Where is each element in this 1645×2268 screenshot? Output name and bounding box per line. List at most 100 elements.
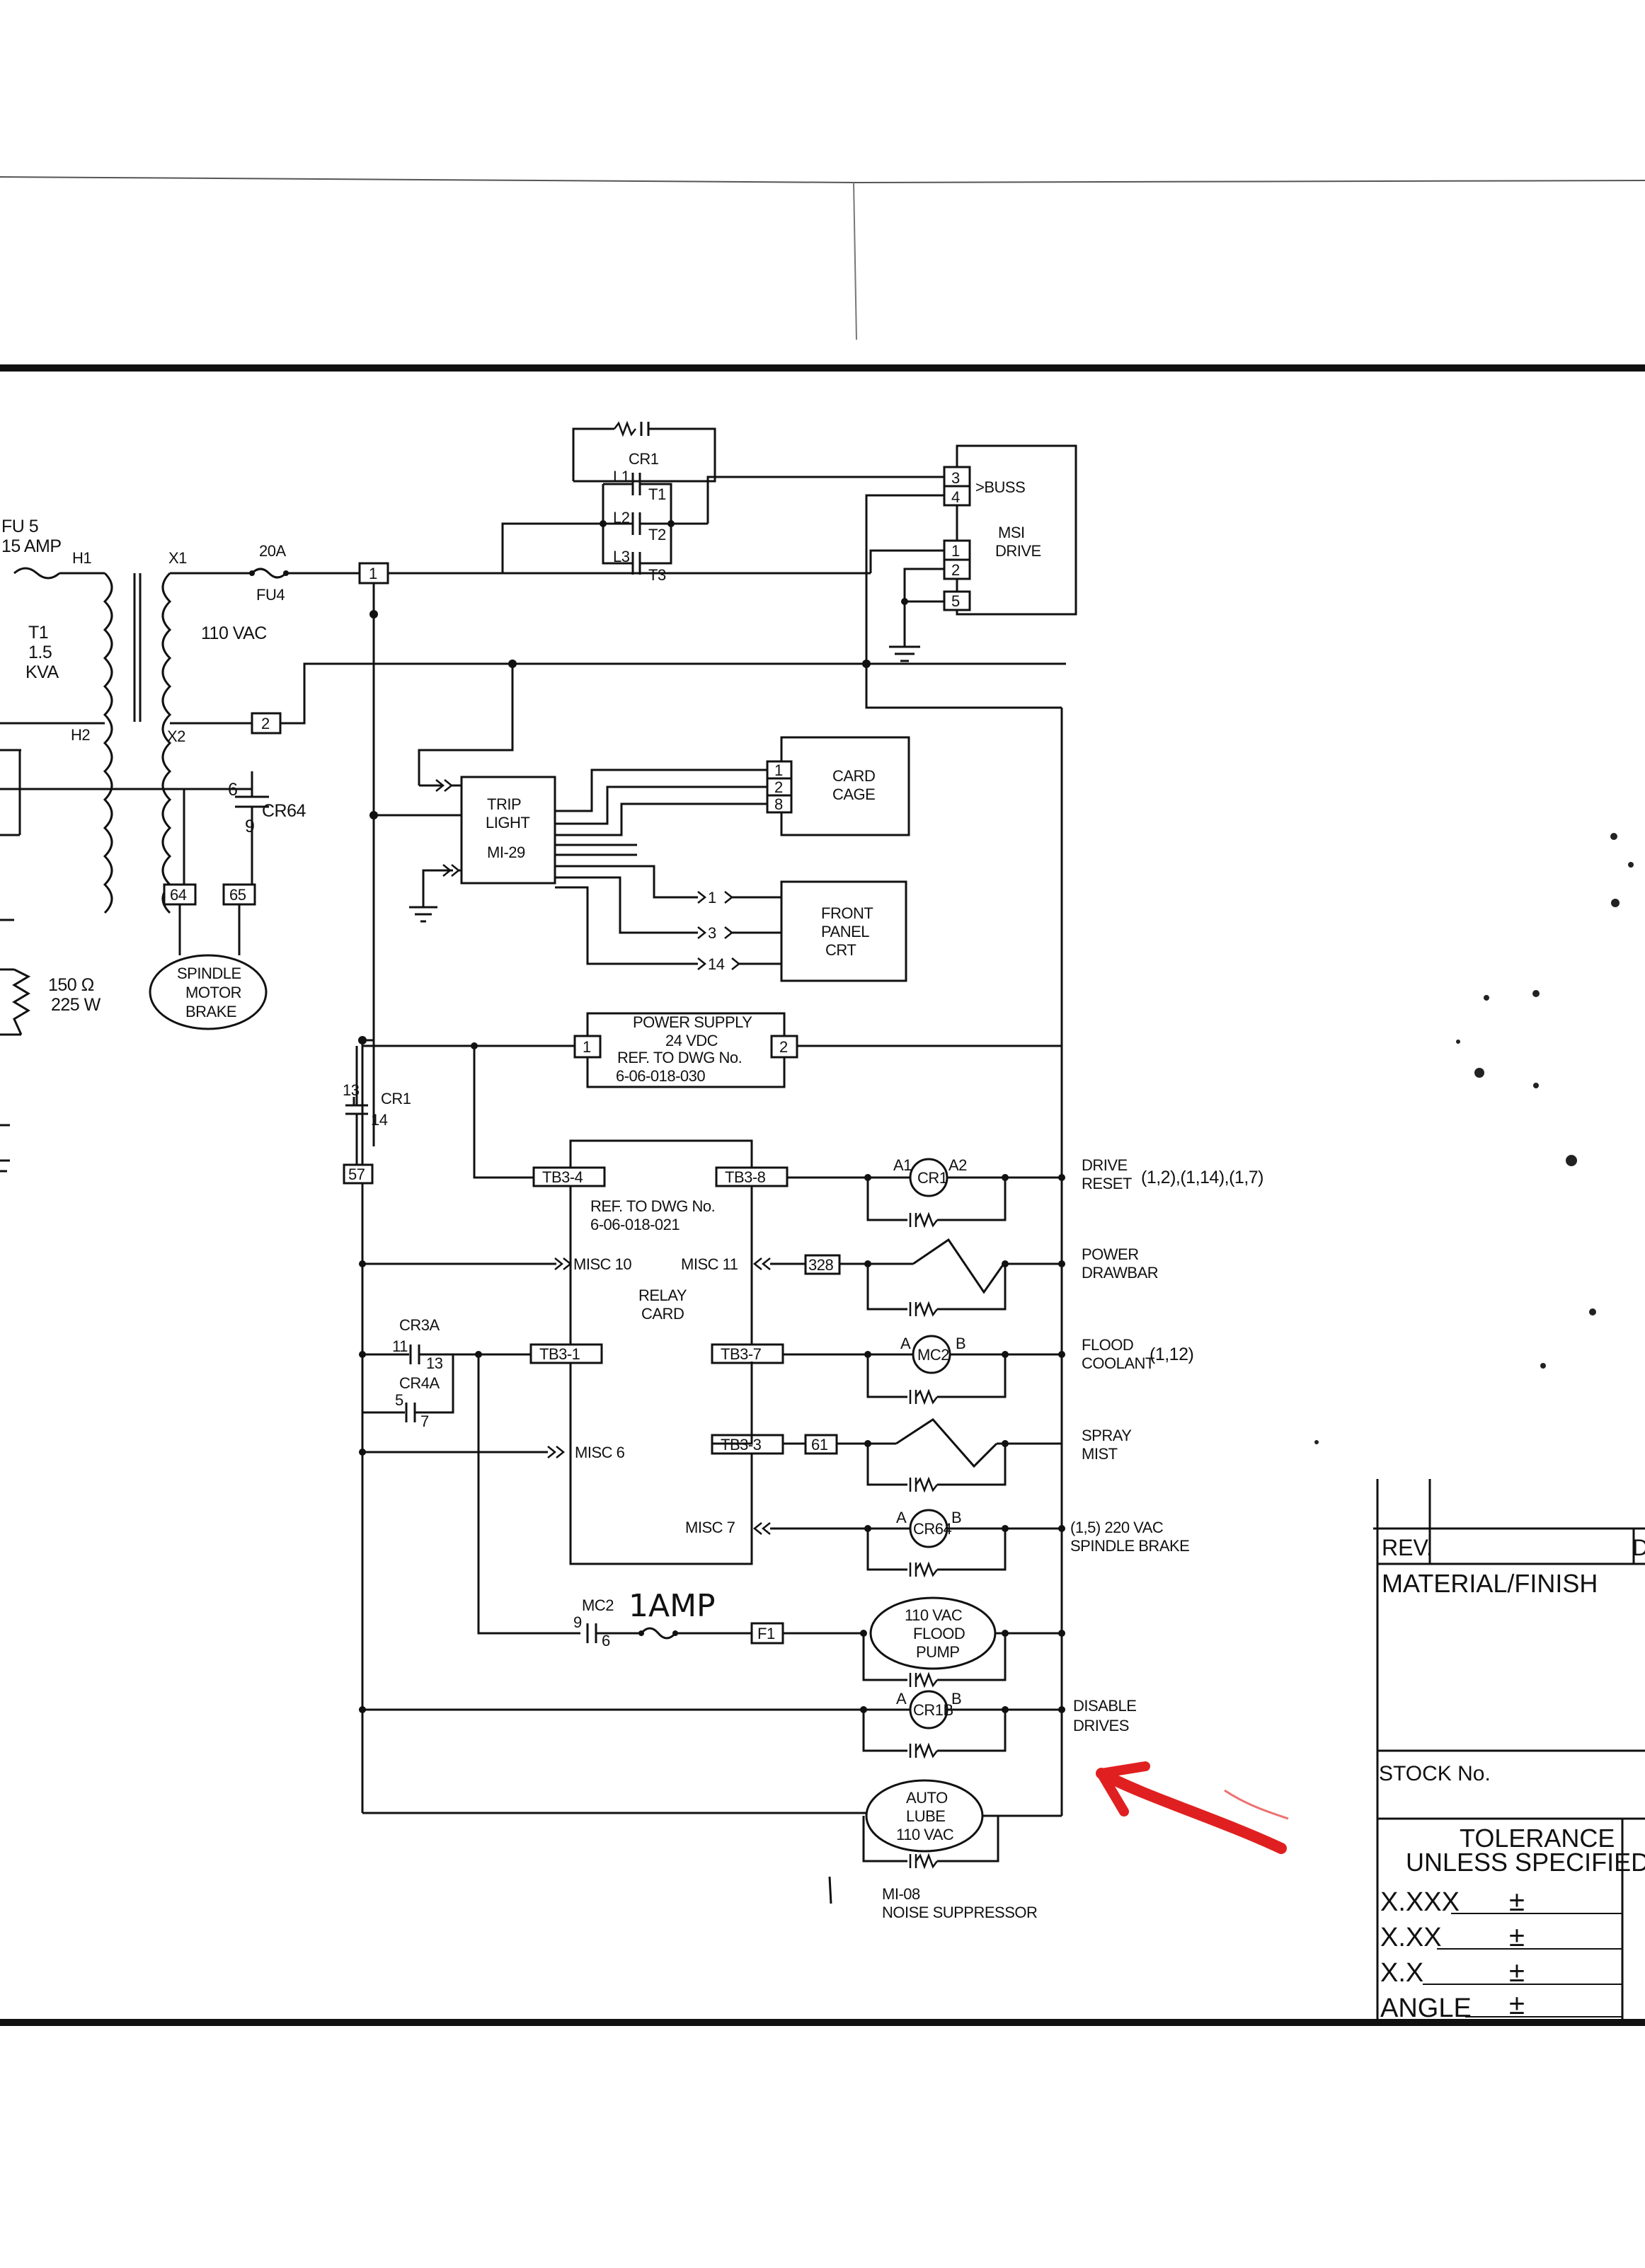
spindle-brake-label-2: SPINDLE BRAKE: [1070, 1537, 1189, 1555]
rev-label: REV.: [1382, 1535, 1433, 1560]
transformer-name: T1: [28, 623, 48, 643]
fuse-1amp: [640, 1627, 677, 1640]
drawbar-label-1: POWER: [1082, 1245, 1139, 1263]
tb3-7: TB3-7: [721, 1345, 762, 1363]
tol-xxx-label: X.XXX: [1380, 1887, 1460, 1917]
rung-drive-reset: CR1 A1 A2: [864, 1156, 1065, 1228]
cr1-t1: T1: [648, 485, 666, 503]
front-panel-line-1: FRONT: [821, 904, 873, 922]
tb3-8-box: [715, 1166, 789, 1187]
mc2-coil-b: B: [956, 1335, 965, 1352]
power-supply-pin-2-label: 2: [779, 1038, 788, 1056]
auto-lube-sub-1: MI-08: [882, 1885, 920, 1903]
cr1b-coil-a: A: [896, 1690, 907, 1708]
cr4a-num-b: 7: [420, 1412, 429, 1430]
rung-flood-coolant: MC2 A B: [864, 1335, 1065, 1405]
power-supply-line-4: 6-06-018-030: [616, 1067, 705, 1085]
msi-drive-title-2: DRIVE: [995, 542, 1041, 560]
trip-light-line-1: TRIP: [487, 795, 521, 813]
fu4-name: FU4: [256, 586, 285, 604]
relay-card-name-1: RELAY: [638, 1286, 687, 1304]
msi-pin-3: 3: [951, 469, 960, 487]
cr1-13-14-name: CR1: [381, 1090, 411, 1107]
pm-xx: ±: [1509, 1921, 1525, 1952]
power-supply-24vdc: [586, 1012, 786, 1088]
cr1-contacts-name: CR1: [629, 450, 659, 468]
cr1b-coil-name: CR1B: [913, 1701, 953, 1719]
flood-coolant-refs: (1,12): [1150, 1345, 1193, 1364]
card-cage-pin-8: 8: [774, 795, 783, 813]
rung-power-drawbar: [864, 1238, 1065, 1318]
msi-pin-1: 1: [951, 542, 960, 560]
resistor-power: 225 W: [51, 995, 101, 1015]
relay-misc-11: MISC 11: [681, 1255, 738, 1273]
cr1-coil-a1: A1: [893, 1156, 912, 1174]
brake-line-2: MOTOR: [185, 984, 241, 1001]
pm-angle: ±: [1509, 1989, 1525, 2020]
trip-light-line-2: LIGHT: [486, 814, 529, 831]
cr1-three-pole-contacts: CR1 L1 L2 L3 T1 T2 T3: [501, 420, 716, 584]
spray-label-2: MIST: [1082, 1445, 1118, 1463]
terminal-1-label: 1: [369, 565, 377, 582]
stock-no-label: STOCK No.: [1379, 1762, 1491, 1785]
front-panel-crt: [780, 880, 907, 982]
secondary-voltage: 110 VAC: [201, 623, 267, 643]
card-cage-line-2: CAGE: [832, 785, 875, 803]
msi-pin-5: 5: [951, 592, 960, 610]
msi-pin-2: 2: [951, 561, 960, 579]
trip-light: [460, 776, 556, 885]
unless-specified-label: UNLESS SPECIFIED: [1406, 1848, 1645, 1877]
tb3-4: TB3-4: [542, 1168, 583, 1186]
power-supply-line-1: POWER SUPPLY: [633, 1013, 752, 1031]
transformer-t1: [103, 572, 172, 914]
rung-spray-mist: [864, 1418, 1062, 1493]
fold-line: [853, 182, 857, 340]
cr64-name: CR64: [262, 801, 306, 821]
resistor-150-ohm: [0, 968, 31, 1036]
terminal-57-label: 57: [348, 1165, 365, 1183]
tol-xx-label: X.XX: [1380, 1923, 1442, 1952]
terminal-2-label: 2: [261, 715, 270, 732]
relay-misc-6: MISC 6: [575, 1444, 625, 1461]
relay-card-ref-1: REF. TO DWG No.: [590, 1197, 715, 1215]
power-supply-line-3: REF. TO DWG No.: [617, 1049, 742, 1066]
terminal-65-label: 65: [229, 886, 246, 904]
auto-lube-line-3: 110 VAC: [896, 1826, 954, 1843]
spindle-brake-label-1: (1,5) 220 VAC: [1070, 1519, 1164, 1536]
rung-disable-drives: CR1B A B: [359, 1690, 1065, 1759]
scan-noise: [1314, 833, 1634, 1444]
msi-pin-5-box: [943, 590, 971, 611]
front-panel-line-3: CRT: [825, 941, 856, 959]
pm-xxx: ±: [1509, 1886, 1525, 1917]
top-border-line: [0, 176, 857, 183]
transformer-rating-2: KVA: [25, 662, 59, 682]
relay-card-ref-2: 6-06-018-021: [590, 1216, 680, 1233]
drawbar-solenoid: [912, 1238, 1005, 1294]
tb3-7-box: [711, 1343, 784, 1364]
transformer-rating-1: 1.5: [28, 643, 52, 662]
cr64-coil-a: A: [896, 1509, 907, 1526]
front-panel-arrow-1: 1: [708, 889, 716, 906]
cr1-t2: T2: [648, 526, 666, 543]
terminal-64-label: 64: [170, 886, 187, 904]
card-cage-line-1: CARD: [832, 767, 875, 785]
cr3a-name: CR3A: [399, 1316, 440, 1334]
cr1-l1: L1: [613, 468, 630, 485]
fu4-rating: 20A: [259, 542, 286, 560]
cr3a-num-a: 11: [392, 1337, 408, 1355]
x1-label: X1: [168, 549, 187, 567]
cr4a-num-a: 5: [395, 1391, 403, 1409]
tb3-4-box: [532, 1166, 606, 1187]
brake-line-1: SPINDLE: [177, 965, 241, 982]
top-border-line-right: [856, 180, 1645, 183]
brake-line-3: BRAKE: [185, 1003, 236, 1020]
card-cage-pin-2: 2: [774, 778, 783, 796]
cr64-coil-b: B: [951, 1509, 961, 1526]
flood-coolant-label-1: FLOOD: [1082, 1336, 1133, 1354]
front-panel-arrow-14: 14: [708, 955, 725, 973]
terminal-64: [163, 883, 197, 906]
front-panel-arrow-3: 3: [708, 924, 716, 942]
flood-pump-line-3: PUMP: [916, 1643, 960, 1661]
